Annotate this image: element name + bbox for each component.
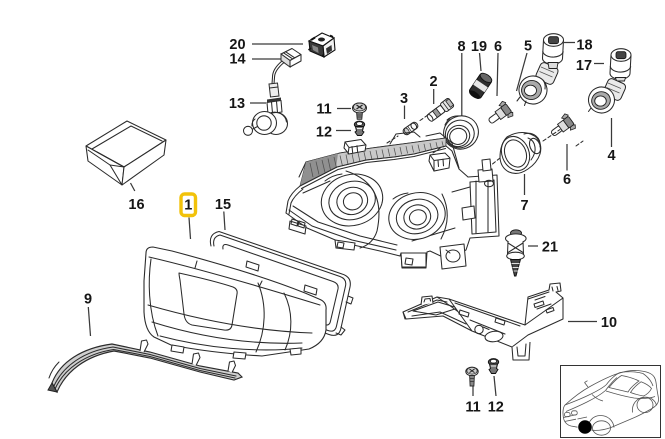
svg-text:13: 13 — [229, 96, 245, 112]
svg-text:3: 3 — [400, 91, 408, 107]
svg-text:18: 18 — [576, 38, 592, 54]
svg-text:19: 19 — [471, 39, 487, 55]
svg-text:11: 11 — [316, 102, 331, 118]
svg-text:11: 11 — [465, 400, 480, 416]
svg-text:7: 7 — [520, 198, 528, 214]
svg-text:16: 16 — [128, 197, 144, 213]
svg-text:10: 10 — [601, 315, 617, 331]
svg-text:1: 1 — [184, 198, 192, 214]
svg-text:20: 20 — [229, 37, 245, 53]
svg-text:21: 21 — [542, 240, 558, 256]
svg-text:14: 14 — [229, 52, 245, 68]
svg-text:9: 9 — [84, 292, 92, 308]
svg-text:17: 17 — [576, 58, 592, 74]
svg-text:15: 15 — [215, 197, 231, 213]
svg-text:6: 6 — [563, 172, 571, 188]
svg-text:5: 5 — [524, 39, 532, 55]
svg-text:12: 12 — [316, 125, 332, 141]
svg-text:6: 6 — [494, 39, 502, 55]
svg-text:8: 8 — [457, 39, 465, 55]
svg-text:4: 4 — [607, 148, 615, 164]
svg-text:2: 2 — [429, 74, 437, 90]
svg-text:12: 12 — [488, 400, 504, 416]
